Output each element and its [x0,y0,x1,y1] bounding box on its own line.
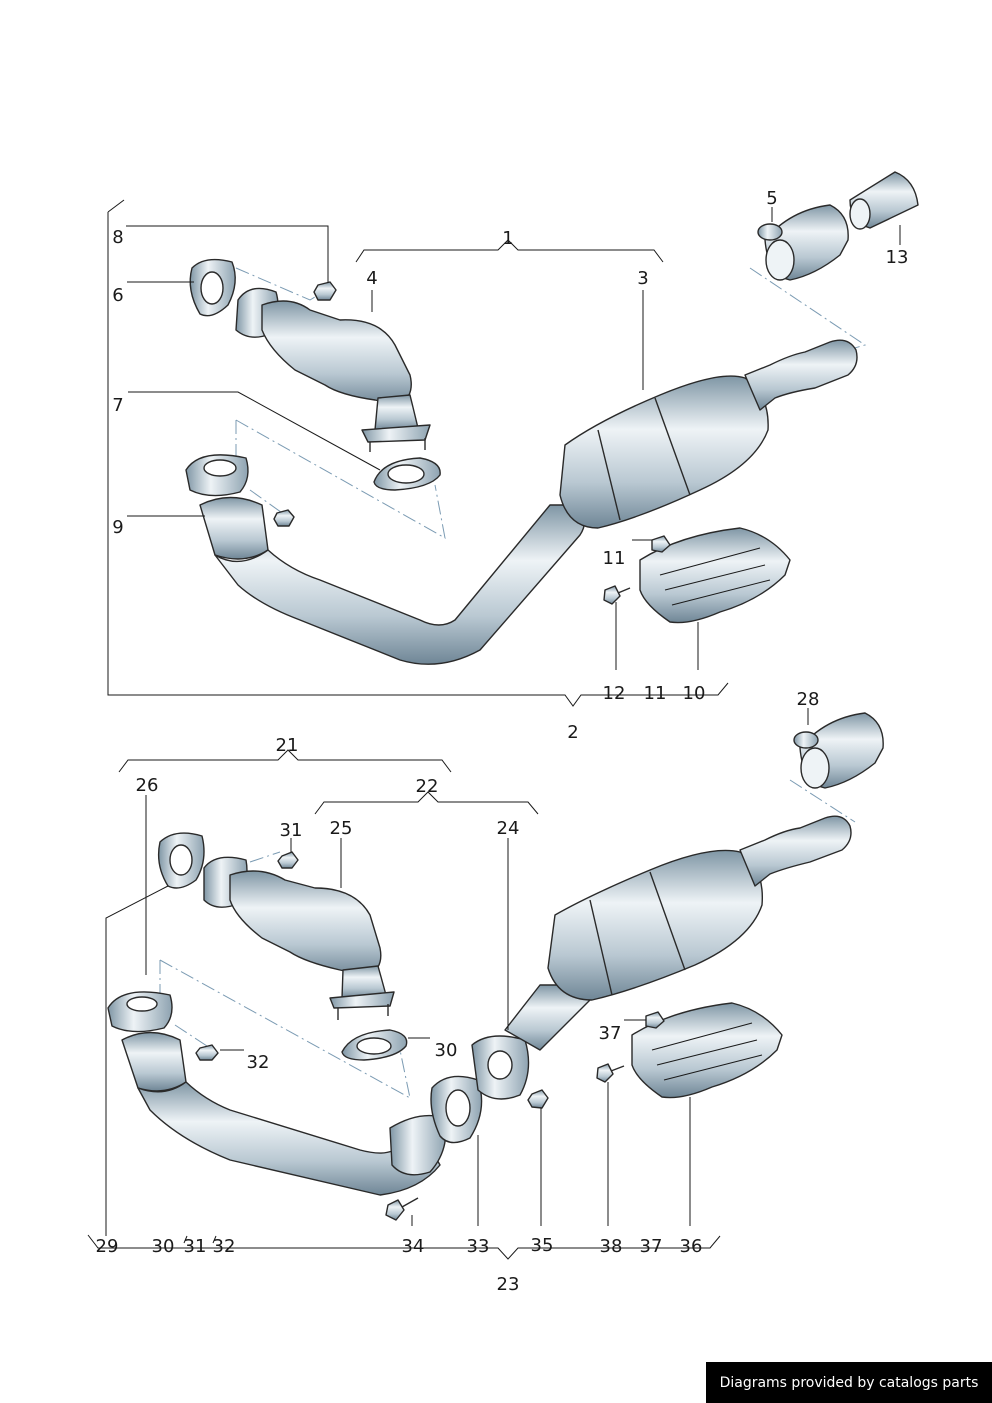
callout-32-lower: 32 [213,1236,236,1257]
callout-37-lower: 37 [640,1236,663,1257]
nut-32 [195,1044,219,1061]
bolt-38 [596,1063,625,1083]
callout-6: 6 [112,285,123,306]
bolt-34 [385,1197,419,1221]
heat-shield-36 [631,1002,783,1099]
gasket-7 [373,457,441,491]
lower-assembly [87,708,884,1260]
callout-31-upper: 31 [280,820,303,841]
callout-34: 34 [402,1236,425,1257]
gasket-33 [430,1075,483,1144]
callout-9: 9 [112,517,123,538]
gasket-6 [189,258,236,317]
callout-11-lower: 11 [644,683,667,704]
callout-5: 5 [766,188,777,209]
callout-10: 10 [683,683,706,704]
main-catalyst-24 [471,815,852,1100]
bracket-2 [107,212,729,707]
callout-13: 13 [886,247,909,268]
gasket-26 [157,832,205,889]
callout-25: 25 [330,818,353,839]
clamp-5 [757,204,849,281]
callout-23: 23 [497,1274,520,1295]
callout-4: 4 [366,268,377,289]
callout-11-upper: 11 [603,548,626,569]
callout-32-upper: 32 [247,1052,270,1073]
main-catalyst-3 [559,339,858,529]
callout-2: 2 [567,722,578,743]
callout-30-upper: 30 [435,1040,458,1061]
nut-31 [277,851,299,869]
bracket-21 [118,749,452,773]
credit-banner: Diagrams provided by catalogs parts [706,1362,992,1403]
bracket-1 [355,239,664,263]
catalytic-converter-4 [235,287,431,452]
heat-shield-10 [639,527,791,624]
callout-21: 21 [276,735,299,756]
bolt-12 [603,585,631,605]
catalytic-converter-25 [203,856,395,1020]
callout-30-lower: 30 [152,1236,175,1257]
callout-26: 26 [136,775,159,796]
callout-24: 24 [497,818,520,839]
nut-35 [527,1089,549,1109]
callout-1: 1 [502,228,513,249]
nut-9 [273,509,295,527]
callout-31-lower: 31 [184,1236,207,1257]
callout-36: 36 [680,1236,703,1257]
front-pipe-9 [185,454,586,665]
gasket-30 [341,1029,408,1061]
callout-29: 29 [96,1236,119,1257]
callout-28: 28 [797,689,820,710]
callout-33: 33 [467,1236,490,1257]
callout-8: 8 [112,227,123,248]
nut-37 [645,1011,665,1029]
callout-38: 38 [600,1236,623,1257]
callout-3: 3 [637,268,648,289]
callout-7: 7 [112,395,123,416]
bracket-23 [87,1234,721,1260]
bracket-22 [314,791,539,815]
nut-8 [313,281,337,301]
nut-11 [651,535,671,553]
callout-labels: 1 2 3 4 5 6 7 8 9 10 11 11 12 13 21 22 2… [96,188,909,1295]
callout-35: 35 [531,1235,554,1256]
upper-assembly [107,171,919,707]
clamp-28 [793,712,884,789]
callout-22: 22 [416,776,439,797]
callout-37-upper: 37 [599,1023,622,1044]
callout-12: 12 [603,683,626,704]
front-pipe-29 [107,991,447,1196]
pipe-13 [849,171,919,230]
